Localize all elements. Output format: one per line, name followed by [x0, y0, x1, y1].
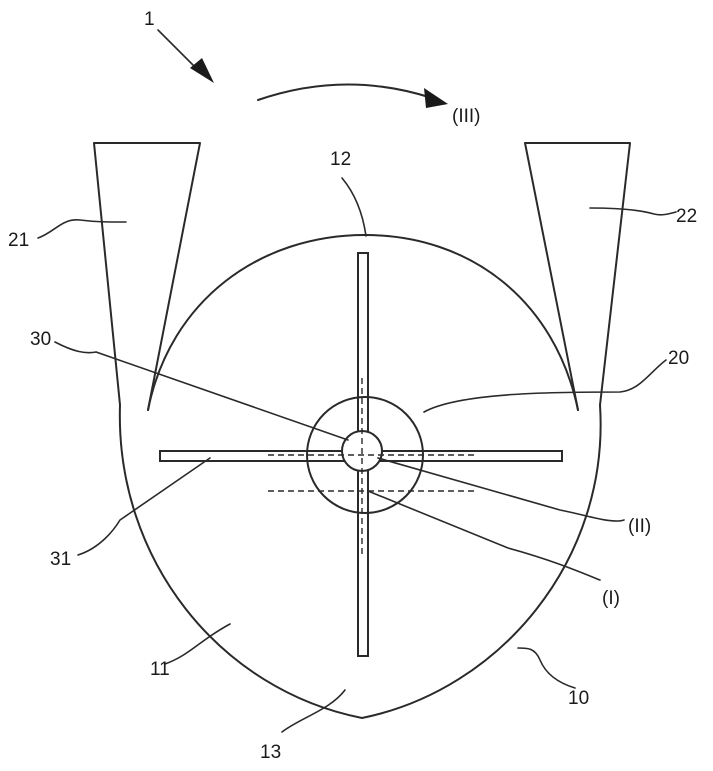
label-10: 10 [568, 688, 589, 709]
leader-I [367, 490, 601, 581]
label-rotation: (III) [452, 106, 481, 127]
blade-22 [524, 142, 631, 411]
leader-11 [164, 623, 231, 665]
rotation-arrow-arc [257, 83, 433, 101]
reference-arrow-1-head [190, 58, 214, 83]
label-12: 12 [330, 149, 351, 170]
label-11: 11 [150, 659, 170, 680]
label-30: 30 [30, 329, 51, 350]
chamber-arc [147, 234, 579, 411]
label-I: (I) [602, 588, 620, 609]
leader-13 [281, 689, 346, 733]
leader-21 [37, 219, 127, 239]
label-20: 20 [668, 348, 689, 369]
label-21: 21 [8, 230, 29, 251]
leader-30 [54, 341, 349, 441]
reference-arrow-1-shaft [157, 29, 199, 71]
housing-outline [118, 404, 602, 719]
label-13: 13 [260, 742, 281, 763]
label-31: 31 [50, 549, 71, 570]
leader-II [377, 457, 625, 522]
leader-12 [341, 177, 367, 237]
label-22: 22 [676, 206, 697, 227]
leader-22 [589, 207, 677, 216]
label-1: 1 [144, 9, 155, 30]
leader-10 [517, 647, 576, 689]
rotation-arrow-head [424, 88, 448, 108]
label-II: (II) [628, 516, 651, 537]
leader-31 [77, 457, 211, 556]
leader-20 [423, 359, 667, 413]
blade-21 [93, 142, 201, 411]
